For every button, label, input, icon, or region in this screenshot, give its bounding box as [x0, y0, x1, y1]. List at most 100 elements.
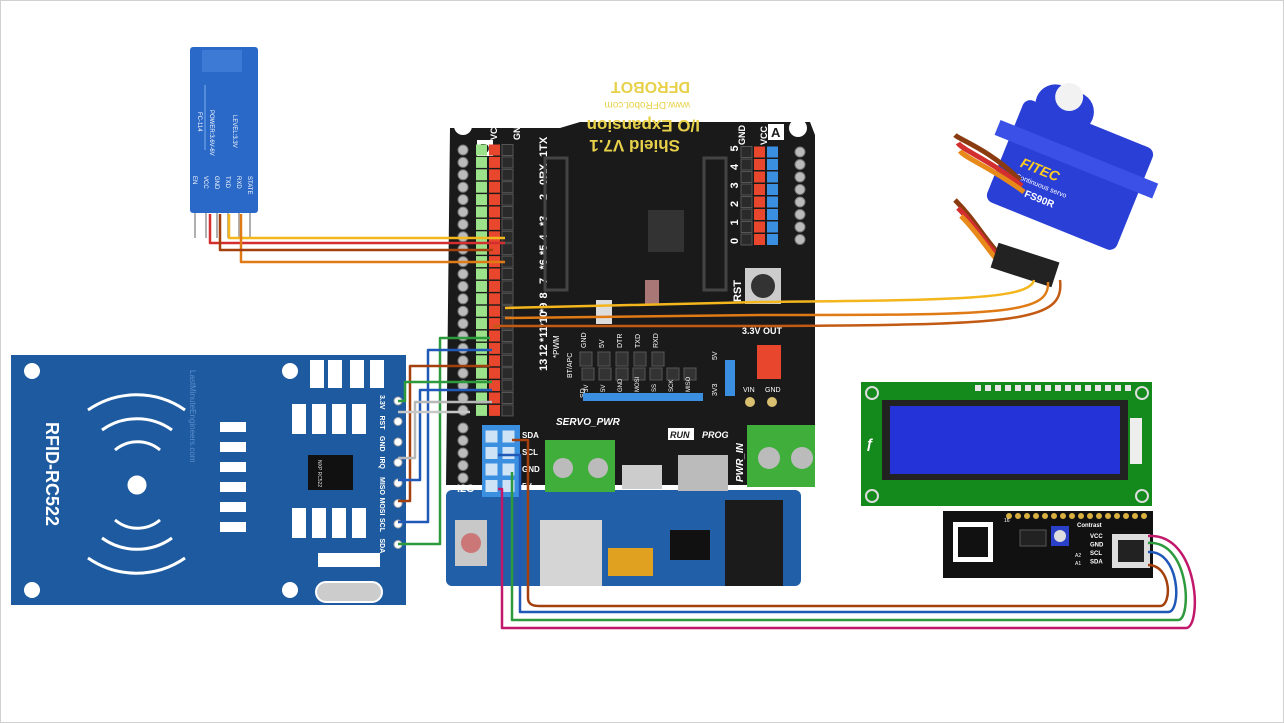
xbee-pin — [649, 367, 663, 381]
header-pin — [489, 318, 500, 330]
analog-pin — [767, 221, 778, 233]
backpack-pin-label: SDA — [1090, 560, 1103, 566]
xbee-pin — [579, 351, 593, 367]
backpack-pin — [1033, 513, 1039, 519]
lcd-pin — [1085, 385, 1091, 391]
wire-servo-yellow — [504, 279, 1036, 310]
analog-pin — [740, 221, 753, 233]
i2c-pin — [501, 429, 516, 444]
lcd-pin — [1005, 385, 1011, 391]
wire-rfid-blue2 — [398, 388, 492, 482]
analog-pin — [767, 159, 778, 170]
prog-label: PROG — [702, 430, 729, 440]
i2c-pin — [484, 479, 499, 493]
backpack-pin — [1024, 513, 1030, 519]
xbee-bottom-label: 3V — [584, 385, 590, 392]
bt-pin-label: GND — [213, 176, 219, 190]
xbee-pin — [615, 367, 629, 381]
analog-pin — [754, 196, 765, 208]
lcd-pin — [995, 385, 1001, 391]
header-pin — [476, 404, 487, 416]
digital-pin-label: 8 — [538, 292, 550, 298]
lcd-pin — [1065, 385, 1071, 391]
header-pin — [457, 156, 469, 168]
wire-bt-red — [208, 214, 505, 245]
lcd-pin — [975, 385, 981, 391]
digital-pin-label: *11 — [538, 326, 550, 342]
header-pin — [489, 367, 500, 379]
xbee-pin — [666, 367, 680, 381]
header-pin — [476, 318, 487, 330]
i2c-label: I2C — [457, 483, 474, 495]
header-pin — [457, 181, 469, 193]
xbee-top-label: 5V — [599, 339, 606, 348]
header-pin — [489, 218, 500, 230]
rst-label: RST — [732, 280, 744, 302]
sda-label: SDA — [522, 431, 539, 440]
bt-power-text: POWER:3.6V-6V — [208, 110, 214, 156]
smd-pads — [220, 360, 384, 567]
lcd-pin — [1015, 385, 1021, 391]
rfid-watermark: LastMinuteEngineers.com — [188, 370, 197, 463]
analog-pin — [740, 146, 753, 158]
a2-label: A2 — [1075, 553, 1081, 559]
wire-rfid-green — [398, 336, 490, 546]
header-pin — [457, 330, 469, 342]
analog-pin-label: 5 — [729, 145, 741, 151]
header-pin — [501, 181, 514, 194]
lcd-pin — [1035, 385, 1041, 391]
header-pin — [457, 293, 469, 305]
header-pin — [476, 392, 487, 404]
pwr-in-label: PWR_IN — [735, 442, 746, 482]
rfid-pin — [393, 458, 403, 467]
analog-pin — [740, 183, 753, 196]
backpack-pin — [1060, 513, 1066, 519]
mount-hole — [282, 582, 298, 598]
wire-rfid-green2 — [398, 380, 492, 403]
wire-rfid-gray — [398, 400, 492, 460]
xbee-top-label: DTR — [617, 334, 624, 348]
analog-pin — [794, 196, 806, 208]
header-pin — [501, 379, 514, 392]
pwm-label: *PWM — [552, 335, 561, 358]
header-pin — [476, 342, 487, 354]
backpack-pin — [1123, 513, 1129, 519]
header-pin — [501, 330, 514, 342]
rfid-pin-label: RST — [378, 416, 385, 431]
analog-pin — [740, 233, 753, 246]
out-label: 3.3V OUT — [742, 326, 783, 336]
digital-pin-label: 12 — [538, 344, 550, 356]
header-pin — [489, 243, 500, 255]
a1-label: A1 — [1075, 561, 1081, 567]
rfid-pin-label: MISO — [378, 477, 385, 495]
xbee-pin — [581, 367, 595, 381]
xbee-bottom-label: SCK — [669, 380, 675, 392]
header-pin — [501, 280, 514, 293]
i2c-pin — [484, 446, 499, 460]
backpack-pin — [1051, 513, 1057, 519]
header-pin — [476, 206, 487, 218]
analog-pin — [794, 146, 806, 158]
header-pin — [489, 156, 500, 168]
analog-pin — [740, 171, 753, 183]
wire-rfid-blue — [398, 348, 492, 524]
shield-url: www.DFRobot.com — [604, 99, 691, 110]
gnd-label-left: GND — [512, 120, 522, 141]
header-pin — [476, 181, 487, 193]
analog-pin — [740, 158, 753, 171]
header-pin — [476, 367, 487, 379]
backpack-pin — [1141, 513, 1147, 519]
header-pin — [489, 144, 500, 156]
analog-pin — [767, 196, 778, 208]
scl-label: SCL — [522, 448, 538, 457]
analog-pin — [767, 234, 778, 245]
backpack-pin — [1132, 513, 1138, 519]
backpack-pin-label: VCC — [1090, 534, 1103, 540]
analog-pin — [740, 208, 753, 221]
xbee-pin — [598, 367, 612, 381]
header-pin — [501, 193, 514, 206]
header-pin — [457, 194, 469, 206]
rfid-pin-label: SDA — [378, 539, 385, 554]
lcd-pin — [1045, 385, 1051, 391]
